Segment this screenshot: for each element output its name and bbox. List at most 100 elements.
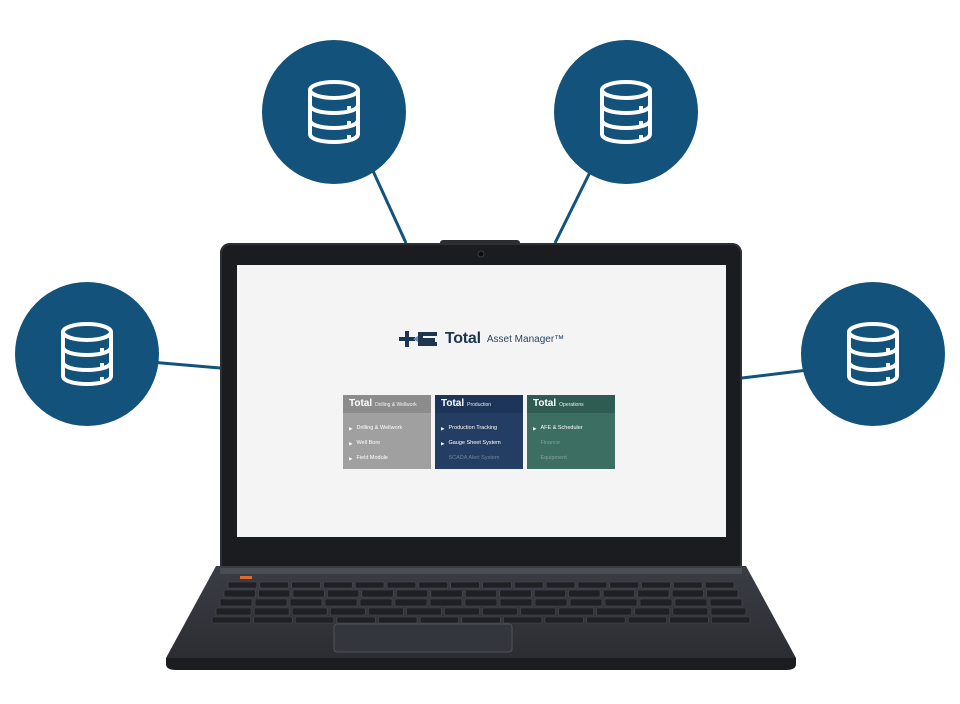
menu-item-production-tracking[interactable]: ▶Production Tracking <box>441 421 523 436</box>
module-card-drilling[interactable]: Total Drilling & Wellwork ▶Drilling & We… <box>343 395 431 469</box>
keyboard-key[interactable] <box>294 616 335 624</box>
keyboard-key[interactable] <box>444 607 480 616</box>
keyboard-key[interactable] <box>503 616 543 624</box>
keyboard-key[interactable] <box>534 598 568 607</box>
keyboard-key[interactable] <box>609 581 639 589</box>
keyboard-key[interactable] <box>639 598 673 607</box>
keyboard-key[interactable] <box>586 616 626 624</box>
keyboard-key[interactable] <box>544 616 584 624</box>
keyboard-key[interactable] <box>259 581 289 589</box>
brand-title: Total <box>444 330 481 347</box>
module-card-production[interactable]: Total Production ▶Production Tracking ▶G… <box>435 395 523 469</box>
keyboard-key[interactable] <box>327 589 360 598</box>
keyboard-key[interactable] <box>227 581 258 589</box>
keyboard-key[interactable] <box>253 616 293 624</box>
menu-item-label: AFE & Scheduler <box>540 425 583 431</box>
keyboard-key[interactable] <box>394 598 428 607</box>
keyboard-key[interactable] <box>291 581 321 589</box>
keyboard-key[interactable] <box>558 607 595 616</box>
menu-item-afe-scheduler[interactable]: ▶AFE & Scheduler <box>533 421 615 436</box>
module-card-operations[interactable]: Total Operations ▶AFE & Scheduler ▶Finan… <box>527 395 615 469</box>
keyboard-key[interactable] <box>223 589 256 598</box>
keyboard-key[interactable] <box>604 598 638 607</box>
keyboard-key[interactable] <box>482 607 518 616</box>
keyboard-key[interactable] <box>429 598 463 607</box>
keyboard-key[interactable] <box>323 581 353 589</box>
module-subtitle: Operations <box>559 402 584 408</box>
keyboard-key[interactable] <box>671 589 704 598</box>
brand-subtitle: Asset Manager™ <box>486 333 565 345</box>
keyboard-key[interactable] <box>354 581 385 589</box>
power-led-indicator <box>240 576 252 579</box>
keyboard-key[interactable] <box>324 598 358 607</box>
keyboard-key[interactable] <box>464 598 498 607</box>
keyboard-key[interactable] <box>533 589 566 598</box>
keyboard-key[interactable] <box>367 607 404 616</box>
app-brand: Total Asset Manager™ <box>237 329 726 349</box>
menu-item-gauge-sheet-system[interactable]: ▶Gauge Sheet System <box>441 436 523 451</box>
play-arrow-icon: ▶ <box>441 441 445 446</box>
keyboard-key[interactable] <box>254 598 288 607</box>
keyboard-key[interactable] <box>461 616 501 624</box>
keyboard-key[interactable] <box>634 607 671 616</box>
menu-item-field-module[interactable]: ▶Field Module <box>349 451 431 466</box>
keyboard-key[interactable] <box>329 607 366 616</box>
keyboard-key[interactable] <box>569 598 603 607</box>
keyboard-key[interactable] <box>596 607 633 616</box>
module-subtitle: Production <box>467 402 492 408</box>
keyboard-key[interactable] <box>568 589 601 598</box>
keyboard-key[interactable] <box>514 581 544 589</box>
menu-item-drilling-wellwork[interactable]: ▶Drilling & Wellwork <box>349 421 431 436</box>
module-card-header: Total Operations <box>527 395 615 413</box>
keyboard-key[interactable] <box>378 616 418 624</box>
keyboard-key[interactable] <box>418 581 448 589</box>
keyboard-key[interactable] <box>419 616 459 624</box>
keyboard-key[interactable] <box>641 581 671 589</box>
keyboard-key[interactable] <box>520 607 556 616</box>
keyboard-key[interactable] <box>499 598 533 607</box>
keyboard-key[interactable] <box>674 598 708 607</box>
keyboard-key[interactable] <box>602 589 635 598</box>
keyboard-key[interactable] <box>706 589 739 598</box>
keyboard-key[interactable] <box>336 616 376 624</box>
keyboard-key[interactable] <box>253 607 290 616</box>
keyboard-key[interactable] <box>704 581 735 589</box>
keyboard-key[interactable] <box>711 616 751 624</box>
total-logo-icon <box>398 331 437 347</box>
keyboard-key[interactable] <box>289 598 323 607</box>
keyboard-key[interactable] <box>359 598 393 607</box>
keyboard-key[interactable] <box>499 589 532 598</box>
menu-item-label: Finance <box>540 440 561 446</box>
menu-item-well-bore[interactable]: ▶Well Bore <box>349 436 431 451</box>
trackpad[interactable] <box>333 623 513 653</box>
menu-item-label: Production Tracking <box>448 425 498 431</box>
keyboard-key[interactable] <box>710 607 747 616</box>
keyboard-key[interactable] <box>669 616 709 624</box>
keyboard-key[interactable] <box>545 581 576 589</box>
keyboard-key[interactable] <box>219 598 253 607</box>
keyboard-key[interactable] <box>673 581 703 589</box>
keyboard-key[interactable] <box>482 581 512 589</box>
keyboard-key[interactable] <box>292 589 325 598</box>
keyboard-key[interactable] <box>464 589 498 598</box>
keyboard-key[interactable] <box>215 607 252 616</box>
keyboard-key[interactable] <box>709 598 743 607</box>
database-icon <box>308 80 360 145</box>
play-arrow-icon: ▶ <box>349 456 353 461</box>
keyboard-key[interactable] <box>211 616 251 624</box>
keyboard-key[interactable] <box>396 589 429 598</box>
keyboard-key[interactable] <box>430 589 463 598</box>
keyboard-key[interactable] <box>258 589 291 598</box>
keyboard-key[interactable] <box>386 581 417 589</box>
menu-item-label: Equipment <box>540 455 567 461</box>
keyboard-key[interactable] <box>291 607 328 616</box>
keyboard-key[interactable] <box>406 607 442 616</box>
play-arrow-icon: ▶ <box>441 426 445 431</box>
keyboard-key[interactable] <box>672 607 709 616</box>
keyboard-key[interactable] <box>627 616 668 624</box>
keyboard-key[interactable] <box>450 581 480 589</box>
keyboard-key[interactable] <box>361 589 394 598</box>
keyboard-key[interactable] <box>577 581 608 589</box>
menu-item-scada-alert-system: ▶SCADA Alert System <box>441 451 523 466</box>
keyboard-key[interactable] <box>637 589 670 598</box>
